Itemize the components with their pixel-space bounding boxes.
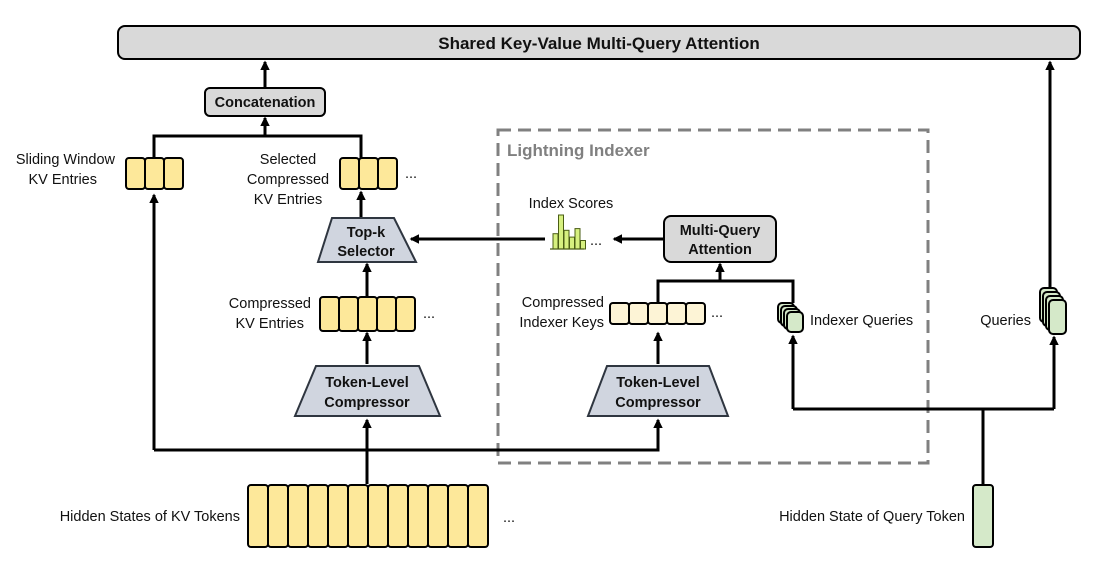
selected-label-line2: Compressed xyxy=(247,172,329,188)
topk-selector-block: Top-k Selector xyxy=(316,217,418,263)
compressed-kv-label-line1: Compressed xyxy=(229,296,311,312)
compressor-indexer-line2: Compressor xyxy=(615,395,701,411)
queries-label: Queries xyxy=(980,313,1031,329)
compressed-ellipsis: ... xyxy=(423,306,435,322)
compressor-indexer-line1: Token-Level xyxy=(616,375,700,391)
compressed-kv-label-line2: KV Entries xyxy=(236,316,305,332)
hidden-kv-ellipsis: ... xyxy=(503,510,515,526)
mqa-label-line1: Multi-Query xyxy=(680,223,761,239)
index-score-bar xyxy=(580,240,586,250)
selected-label-line3: KV Entries xyxy=(254,192,323,208)
indexer-queries-label: Indexer Queries xyxy=(810,313,913,329)
compressor-main-line2: Compressor xyxy=(324,395,410,411)
index-score-bar xyxy=(569,236,575,250)
indexer-keys-label-line2: Indexer Keys xyxy=(519,315,604,331)
index-score-bar xyxy=(552,233,559,250)
hidden-state-query-token: Hidden State of Query Token xyxy=(779,484,994,548)
lightning-indexer-region: Lightning Indexer xyxy=(496,128,930,465)
connection-wires xyxy=(149,60,1059,484)
indexer-queries: Indexer Queries xyxy=(777,302,913,333)
index-score-bar xyxy=(558,214,564,250)
selected-ellipsis: ... xyxy=(405,166,417,182)
topk-label-line1: Top-k xyxy=(347,225,386,241)
selected-compressed-kv-entries: ... Selected Compressed KV Entries xyxy=(247,152,417,208)
index-score-bar xyxy=(574,228,581,250)
index-scores: Index Scores ... xyxy=(529,196,614,250)
topk-label-line2: Selector xyxy=(337,244,395,260)
index-scores-bars xyxy=(552,214,586,250)
hidden-kv-label: Hidden States of KV Tokens xyxy=(60,509,240,525)
indexer-keys-ellipsis: ... xyxy=(711,305,723,321)
sliding-window-label-line2: KV Entries xyxy=(29,172,98,188)
lightning-indexer-title: Lightning Indexer xyxy=(507,141,650,160)
sliding-window-label-line1: Sliding Window xyxy=(16,152,116,168)
index-scores-label: Index Scores xyxy=(529,196,614,212)
wire-kv-merge xyxy=(152,134,363,158)
selected-label-line1: Selected xyxy=(260,152,316,168)
compressed-indexer-keys: ... Compressed Indexer Keys xyxy=(519,295,723,331)
concatenation-label: Concatenation xyxy=(215,95,316,111)
compressor-main-line1: Token-Level xyxy=(325,375,409,391)
index-score-bar xyxy=(563,229,570,250)
multi-query-attention-block: Multi-Query Attention xyxy=(663,215,777,263)
shared-kv-mqa-block: Shared Key-Value Multi-Query Attention xyxy=(117,25,1081,60)
compressed-kv-entries: ... Compressed KV Entries xyxy=(229,296,435,332)
queries: Queries xyxy=(980,287,1067,335)
token-level-compressor-main: Token-Level Compressor xyxy=(293,365,442,417)
indexer-keys-label-line1: Compressed xyxy=(522,295,604,311)
arrow-hidden-to-indexer-compressor xyxy=(154,418,663,452)
shared-kv-mqa-title: Shared Key-Value Multi-Query Attention xyxy=(438,34,759,53)
hidden-states-kv-tokens: ... Hidden States of KV Tokens xyxy=(60,484,515,548)
sliding-window-kv-entries: Sliding Window KV Entries xyxy=(16,152,184,190)
token-level-compressor-indexer: Token-Level Compressor xyxy=(586,365,730,417)
concatenation-block: Concatenation xyxy=(204,87,326,117)
hidden-query-label: Hidden State of Query Token xyxy=(779,509,965,525)
scores-ellipsis: ... xyxy=(590,233,602,249)
wire-keys-queries-merge xyxy=(656,279,795,303)
mqa-label-line2: Attention xyxy=(688,242,752,258)
